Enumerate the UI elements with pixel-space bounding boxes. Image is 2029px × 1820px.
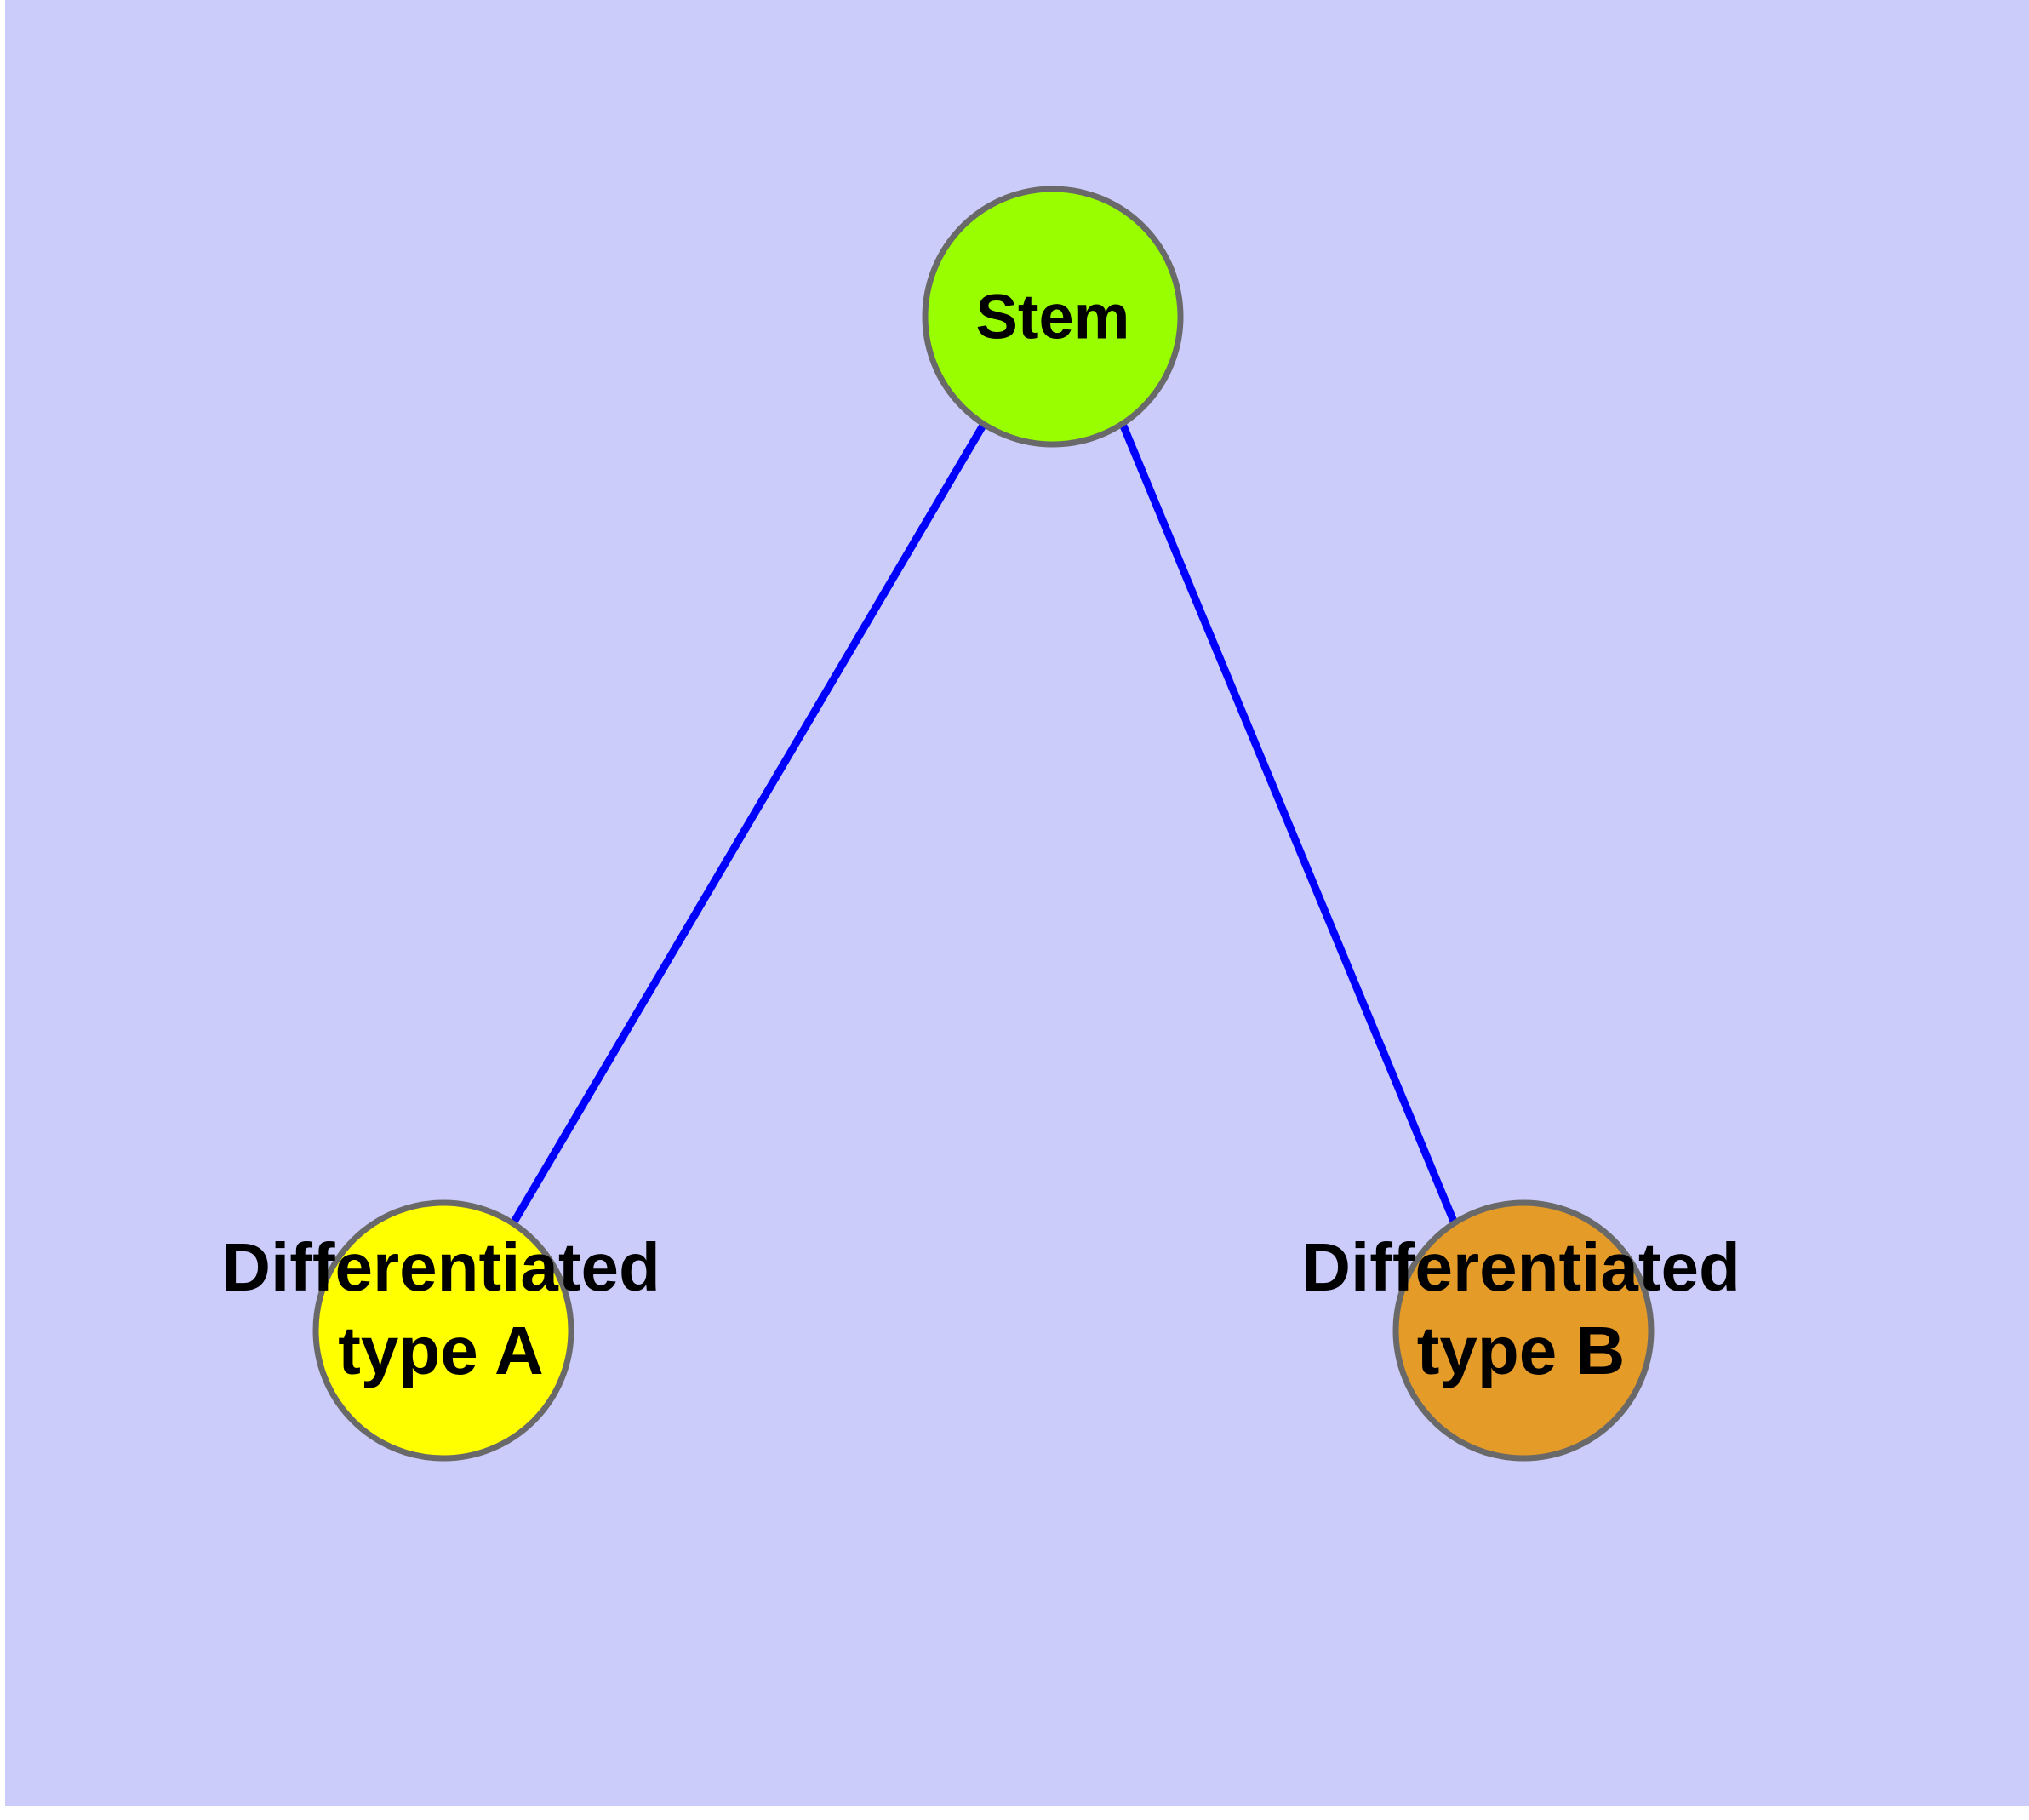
- edge-stem-to-differentiated-type-b[interactable]: [1118, 422, 1459, 1225]
- node-stem[interactable]: [922, 186, 1184, 448]
- node-stem-label: Stem: [976, 282, 1130, 352]
- edge-layer: [510, 421, 1459, 1226]
- node-differentiated-type-a-label-line-2: type A: [338, 1313, 544, 1388]
- node-differentiated-type-b-label-line-1: Differentiated: [1301, 1229, 1740, 1305]
- node-differentiated-type-b-label-line-2: type B: [1417, 1313, 1626, 1388]
- node-differentiated-type-a[interactable]: [312, 1199, 574, 1462]
- node-differentiated-type-a-label-line-1: Differentiated: [221, 1229, 660, 1305]
- edge-stem-to-differentiated-type-a[interactable]: [510, 421, 987, 1226]
- diagram-canvas: Stem Differentiated type A Differentiate…: [5, 0, 2029, 1806]
- label-layer: Stem Differentiated type A Differentiate…: [221, 282, 1740, 1389]
- node-stem-circle[interactable]: [922, 186, 1184, 448]
- node-link-graph: Stem Differentiated type A Differentiate…: [221, 186, 1740, 1462]
- node-differentiated-type-b-circle[interactable]: [1392, 1199, 1655, 1462]
- node-differentiated-type-a-circle[interactable]: [312, 1199, 574, 1462]
- node-differentiated-type-b[interactable]: [1392, 1199, 1655, 1462]
